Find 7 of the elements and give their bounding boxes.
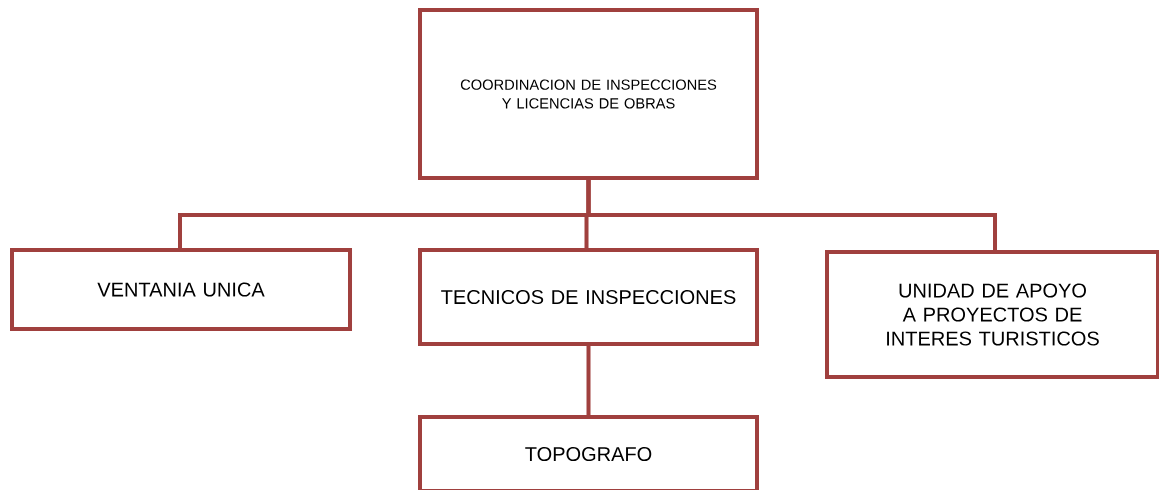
connector-line	[586, 346, 591, 415]
org-box: COORDINACION DE INSPECCIONES Y LICENCIAS DE OBRAS	[418, 8, 759, 180]
org-box: TECNICOS DE INSPECCIONES	[418, 248, 759, 346]
org-box: TOPOGRAFO	[418, 415, 759, 490]
connector-line	[586, 180, 997, 250]
org-box: VENTANIA UNICA	[10, 248, 352, 331]
org-box: UNIDAD DE APOYO A PROYECTOS DE INTERES TURISTICOS	[825, 250, 1159, 379]
